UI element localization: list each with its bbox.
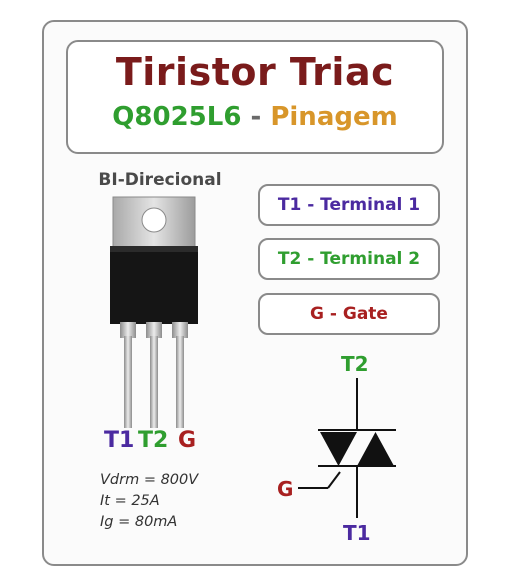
- legend-gate: G - Gate: [258, 293, 440, 335]
- pin-label-t2: T2: [138, 428, 169, 453]
- pin-label-t1: T1: [104, 428, 135, 453]
- specifications: Vdrm = 800V It = 25A Ig = 80mA: [100, 470, 220, 533]
- model-number: Q8025L6: [112, 102, 242, 132]
- subtitle: Q8025L6 - Pinagem: [66, 102, 444, 132]
- package-label: BI-Direcional: [98, 170, 222, 190]
- symbol-label-g: G: [277, 477, 293, 501]
- subtitle-pinagem: Pinagem: [270, 102, 398, 132]
- spec-it: It = 25A: [100, 493, 160, 509]
- pin-shoulder-t1: [120, 322, 136, 338]
- pin-leg-g: [176, 336, 184, 428]
- spec-vdrm: Vdrm = 800V: [100, 472, 199, 488]
- pin-labels: T1 T2 G: [104, 428, 204, 458]
- mounting-hole: [141, 207, 167, 233]
- pin-shoulder-t2: [146, 322, 162, 338]
- pin-label-g: G: [178, 428, 197, 453]
- pin-leg-t2: [150, 336, 158, 428]
- triangle-down: [320, 432, 357, 466]
- package-body: [110, 246, 198, 324]
- pin-leg-t1: [124, 336, 132, 428]
- symbol-label-t1: T1: [343, 521, 371, 545]
- main-title: Tiristor Triac: [115, 50, 395, 94]
- spec-ig: Ig = 80mA: [100, 514, 178, 530]
- legend-t2: T2 - Terminal 2: [258, 238, 440, 280]
- title-separator: -: [250, 102, 262, 132]
- gate-diagonal: [327, 471, 341, 489]
- pin-shoulder-g: [172, 322, 188, 338]
- symbol-label-t2: T2: [341, 352, 369, 376]
- legend-t1: T1 - Terminal 1: [258, 184, 440, 226]
- title-box: [66, 40, 444, 154]
- triangle-up: [357, 432, 394, 466]
